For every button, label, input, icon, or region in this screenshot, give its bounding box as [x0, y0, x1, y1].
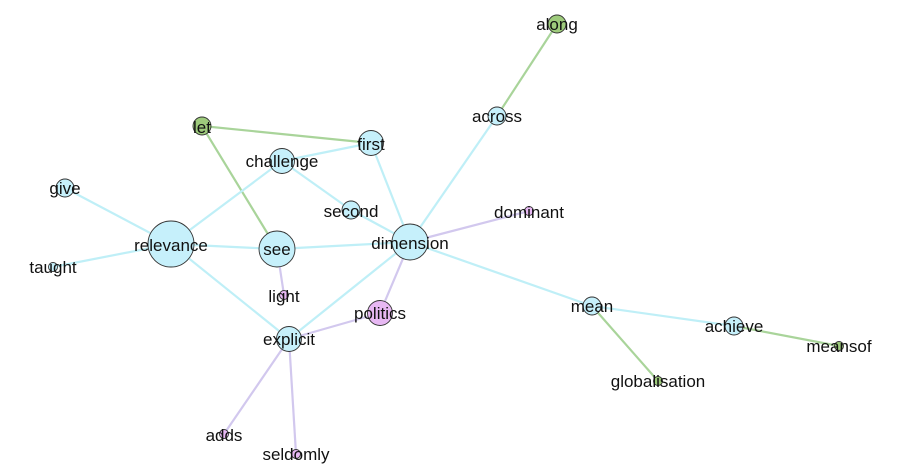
node-explicit [276, 326, 302, 352]
node-seldomly [291, 449, 301, 459]
node-label-explicit: explicit [263, 330, 315, 349]
node-label-relevance: relevance [134, 236, 208, 255]
edge-explicit-adds [223, 338, 290, 435]
node-label-let: let [193, 118, 211, 137]
node-adds [219, 429, 229, 439]
node-let [192, 116, 212, 136]
node-second [341, 200, 361, 220]
edge-politics-explicit [288, 311, 381, 341]
node-along [547, 14, 567, 34]
node-give [55, 178, 75, 198]
node-label-seldomly: seldomly [262, 445, 330, 464]
edge-let-first [201, 124, 372, 145]
edge-across-dimension [409, 115, 498, 243]
node-light [279, 290, 289, 300]
node-achieve [724, 316, 744, 336]
node-meansof [834, 341, 844, 351]
node-label-challenge: challenge [246, 152, 319, 171]
node-label-see: see [263, 240, 290, 259]
edge-along-across [496, 23, 558, 117]
node-label-first: first [357, 135, 385, 154]
node-layer [48, 14, 844, 459]
edge-achieve-meansof [733, 324, 840, 348]
node-label-taught: taught [29, 258, 77, 277]
edge-mean-achieve [591, 304, 735, 328]
edge-mean-globalisation [591, 305, 659, 382]
node-mean [582, 296, 602, 316]
node-taught [48, 262, 58, 272]
node-see [258, 230, 296, 268]
node-label-along: along [536, 15, 578, 34]
node-label-dominant: dominant [494, 203, 564, 222]
edge-dimension-mean [409, 240, 593, 308]
label-layer: along across let first challenge give second do… [29, 15, 872, 464]
edge-explicit-seldomly [287, 338, 298, 455]
node-label-achieve: achieve [705, 317, 764, 336]
node-dimension [391, 223, 429, 261]
node-dominant [524, 206, 534, 216]
node-relevance [147, 220, 195, 268]
node-label-adds: adds [206, 426, 243, 445]
node-globalisation [653, 376, 663, 386]
edge-dimension-dominant [409, 209, 530, 244]
node-label-across: across [472, 107, 522, 126]
node-label-meansof: meansof [806, 337, 871, 356]
node-challenge [269, 148, 295, 174]
node-label-mean: mean [571, 297, 614, 316]
node-label-second: second [324, 202, 379, 221]
edge-dimension-explicit [288, 241, 411, 340]
node-label-globalisation: globalisation [611, 372, 706, 391]
node-label-give: give [49, 179, 80, 198]
node-politics [367, 300, 393, 326]
edge-first-challenge [281, 141, 372, 163]
node-across [487, 106, 507, 126]
node-first [358, 130, 384, 156]
edge-challenge-second [281, 160, 352, 211]
edge-relevance-explicit [170, 243, 290, 340]
edge-let-see [201, 125, 278, 250]
node-label-dimension: dimension [371, 234, 449, 253]
edge-see-dimension [276, 240, 411, 251]
node-label-light: light [268, 287, 299, 306]
node-label-politics: politics [354, 304, 406, 323]
